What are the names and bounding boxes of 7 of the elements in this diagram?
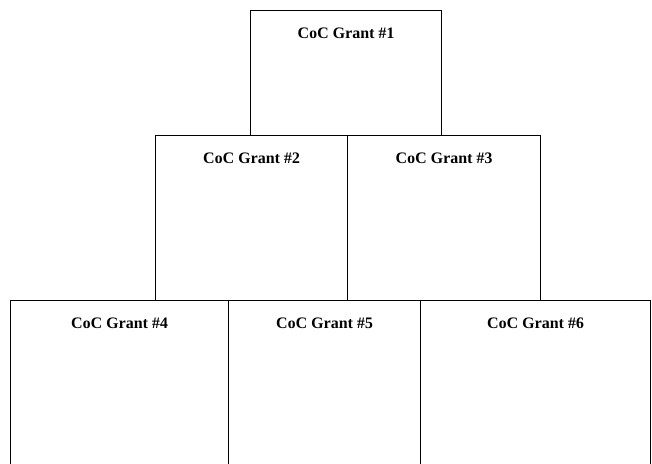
- box-heading: CoC Grant #4: [71, 315, 168, 332]
- grant-box: [250, 10, 442, 136]
- box-heading: CoC Grant #3: [396, 150, 492, 167]
- box-heading: CoC Grant #2: [203, 150, 300, 167]
- box-heading: CoC Grant #1: [298, 25, 394, 42]
- box-heading: CoC Grant #6: [487, 315, 584, 332]
- box-heading: CoC Grant #5: [276, 315, 373, 332]
